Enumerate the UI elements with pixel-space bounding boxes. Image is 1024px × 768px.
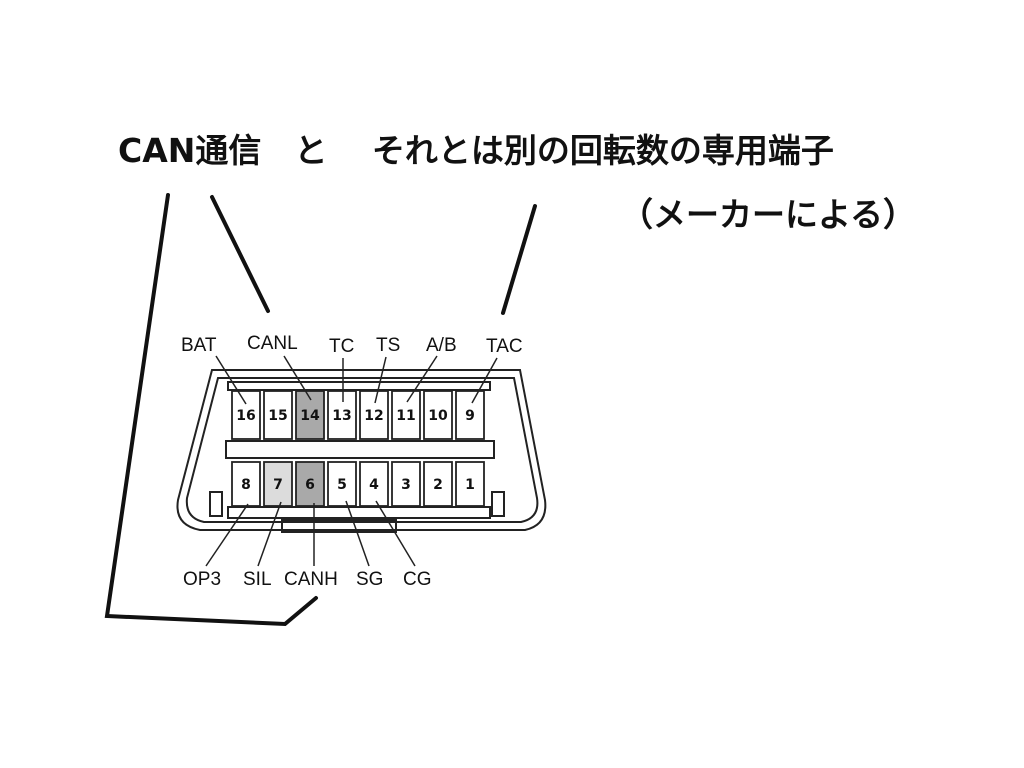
leader-sil	[257, 501, 282, 567]
leader-canl	[283, 355, 312, 401]
label-op3: OP3	[183, 569, 221, 590]
pin-number-16: 16	[236, 408, 255, 424]
pin-16	[231, 390, 261, 440]
pin-number-9: 9	[465, 408, 475, 424]
pin-number-14: 14	[300, 408, 320, 424]
housing-bottom-ridge	[227, 506, 491, 519]
pin-number-1: 1	[465, 477, 475, 493]
bottom-leader-lines	[205, 500, 416, 567]
housing-inner	[185, 377, 539, 523]
bottom-pin-labels: OP3 SIL CANH SG CG	[183, 569, 432, 590]
top-leader-lines	[215, 355, 498, 405]
pin-13	[327, 390, 357, 440]
pointer-line-tac	[501, 204, 537, 315]
pin-5	[327, 461, 357, 507]
pin-number-2: 2	[433, 477, 443, 493]
label-bat: BAT	[181, 335, 217, 356]
top-pin-labels: BAT CANL TC TS A/B TAC	[181, 333, 523, 357]
pointer-line-bracket	[104, 193, 318, 627]
housing-top-ridge	[227, 381, 491, 391]
pin-number-4: 4	[369, 477, 379, 493]
diagram-note: （メーカーによる）	[620, 195, 917, 234]
pin-2	[423, 461, 453, 507]
label-canl: CANL	[247, 333, 298, 354]
label-cg: CG	[403, 569, 432, 590]
housing-divider	[225, 440, 495, 459]
pin-3	[391, 461, 421, 507]
latch-slot-left	[209, 491, 223, 517]
leader-op3	[205, 503, 249, 567]
pin-number-15: 15	[268, 408, 287, 424]
label-sg: SG	[356, 569, 383, 590]
leader-ts	[374, 356, 387, 404]
label-sil: SIL	[243, 569, 272, 590]
label-tac: TAC	[486, 336, 523, 357]
pin-7	[263, 461, 293, 507]
leader-bat	[215, 355, 247, 405]
key-tab	[281, 519, 397, 533]
top-pin-row: 16 15 14 13 12 11 10 9	[231, 390, 485, 440]
pin-number-8: 8	[241, 477, 251, 493]
pointer-line-can	[210, 195, 270, 313]
leader-ab	[406, 355, 438, 403]
leader-sg	[345, 500, 370, 567]
pin-15	[263, 390, 293, 440]
pin-number-13: 13	[332, 408, 351, 424]
label-ts: TS	[376, 335, 400, 356]
pointer-lines	[104, 193, 537, 627]
pin-11	[391, 390, 421, 440]
pin-4	[359, 461, 389, 507]
connector-housing	[176, 369, 547, 533]
pin-number-12: 12	[364, 408, 383, 424]
housing-outer	[176, 369, 547, 531]
pin-number-10: 10	[428, 408, 448, 424]
pin-6	[295, 461, 325, 507]
label-tc: TC	[329, 336, 354, 357]
pin-12	[359, 390, 389, 440]
diagram-heading: CAN通信 と それとは別の回転数の専用端子	[118, 131, 834, 170]
pin-9	[455, 390, 485, 440]
pin-number-7: 7	[273, 477, 283, 493]
leader-tac	[471, 357, 498, 404]
pin-number-3: 3	[401, 477, 411, 493]
pin-1	[455, 461, 485, 507]
leader-cg	[375, 500, 416, 567]
pin-10	[423, 390, 453, 440]
pin-number-11: 11	[396, 408, 415, 424]
label-ab: A/B	[426, 335, 457, 356]
pin-number-5: 5	[337, 477, 347, 493]
label-canh: CANH	[284, 569, 338, 590]
bottom-pin-row: 8 7 6 5 4 3 2 1	[231, 461, 485, 507]
pin-number-6: 6	[305, 477, 315, 493]
latch-slot-right	[491, 491, 505, 517]
